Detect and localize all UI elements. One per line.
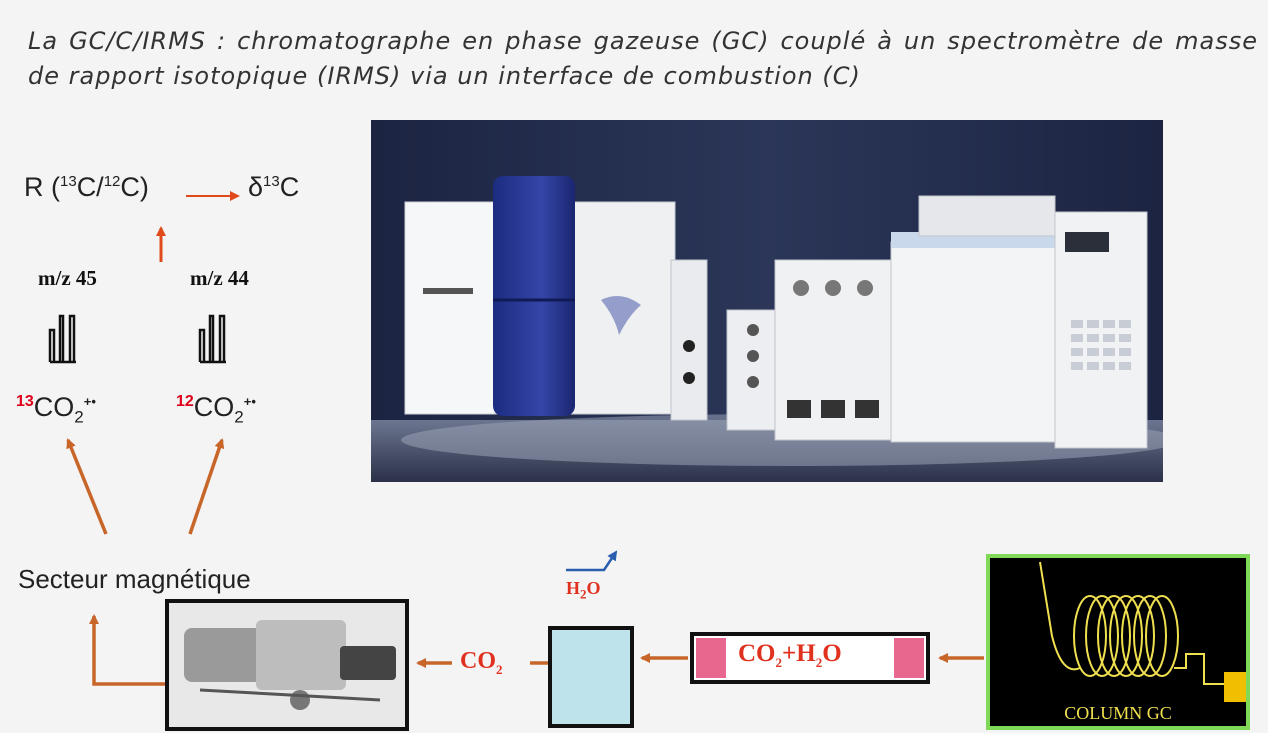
instrument-illustration [371, 120, 1163, 482]
interface-socket-1 [787, 400, 811, 418]
sector-to-12co2-arrow [188, 438, 225, 535]
ion-12-radical: +• [243, 394, 256, 409]
gc-display [1065, 232, 1109, 252]
interface-gauge-2 [825, 280, 841, 296]
co2h2o-end: O [822, 640, 842, 667]
h2o-sub: 2 [580, 586, 587, 602]
combustion-knob-1 [747, 324, 759, 336]
peak-mz45-icon [48, 314, 76, 364]
irms-blue-tower [493, 176, 575, 416]
co2-main: CO [460, 648, 496, 674]
ion-13-formula: CO [33, 392, 75, 422]
co2-sub: 2 [496, 661, 503, 677]
delta-symbol: δ [248, 172, 264, 202]
co2-h2o-label: CO2+H2O [738, 640, 842, 671]
magnetic-sector-machine-icon [184, 620, 396, 710]
interface-port-1 [683, 340, 695, 352]
mz-44-label: m/z 44 [190, 266, 249, 290]
interface-gauge-3 [857, 280, 873, 296]
isotope-ratio-label: R (13C/12C) [24, 172, 149, 203]
ion-12-sub: 2 [234, 407, 244, 427]
magnetic-sector-label: Secteur magnétique [18, 564, 251, 594]
delta-label: δ13C [248, 172, 299, 203]
gc-keypad [1071, 320, 1131, 370]
h2o-label: H2O [566, 578, 601, 603]
peak-mz44-icon [198, 314, 226, 364]
water-trap-box [548, 626, 634, 728]
ion-12-formula: CO [193, 392, 235, 422]
delta-iso: 13 [263, 173, 280, 190]
ion-12co2-label: 12CO2+• [176, 392, 256, 427]
gc-column-coil-icon [1039, 561, 1246, 702]
combustion-knob-2 [747, 350, 759, 362]
ratio-prefix: R ( [24, 172, 60, 202]
ion-12-iso: 12 [176, 393, 194, 410]
combustion-reactor-box [690, 632, 930, 684]
gc-irms-instrument-photo [371, 120, 1163, 482]
reactor-end-left [696, 638, 726, 678]
gc-column-panel: COLUMN GC [986, 554, 1250, 730]
sector-to-13co2-arrow [66, 438, 108, 535]
co2h2o-sub2: 2 [815, 655, 823, 670]
co2-label: CO2 [460, 648, 503, 678]
column-gc-label: COLUMN GC [1064, 703, 1172, 723]
interface-module [670, 259, 708, 421]
ratio-iso-12: 12 [103, 173, 121, 190]
ion-13-iso: 13 [16, 393, 34, 410]
interface-socket-3 [855, 400, 879, 418]
ratio-mid: C/ [76, 172, 104, 202]
hummingbird-logo [601, 296, 641, 335]
ion-13-sub: 2 [74, 407, 84, 427]
interface-port-2 [683, 372, 695, 384]
delta-element: C [279, 172, 300, 202]
co2h2o-a: CO [738, 640, 776, 667]
gc-injector [918, 195, 1056, 237]
h2o-end: O [586, 578, 601, 598]
ion-13-radical: +• [83, 394, 96, 409]
interface-socket-2 [821, 400, 845, 418]
co2h2o-plus: +H [782, 640, 816, 667]
combustion-knob-3 [747, 376, 759, 388]
diagram-title: La GC/C/IRMS : chromatographe en phase g… [28, 27, 1258, 90]
mz-45-label: m/z 45 [38, 266, 97, 290]
co2h2o-sub1: 2 [775, 655, 783, 670]
ratio-suffix: C) [120, 172, 149, 202]
ratio-iso-13: 13 [60, 173, 77, 190]
detector-to-sector-arrow [89, 614, 166, 686]
ion-13co2-label: 13CO2+• [16, 392, 96, 427]
irms-badge [423, 288, 473, 294]
irms-left-panel [404, 201, 496, 415]
reactor-end-right [894, 638, 924, 678]
water-exit-arrow [566, 550, 618, 572]
interface-gauge-1 [793, 280, 809, 296]
h2o-main: H [566, 578, 581, 598]
gc-oven [890, 241, 1062, 443]
